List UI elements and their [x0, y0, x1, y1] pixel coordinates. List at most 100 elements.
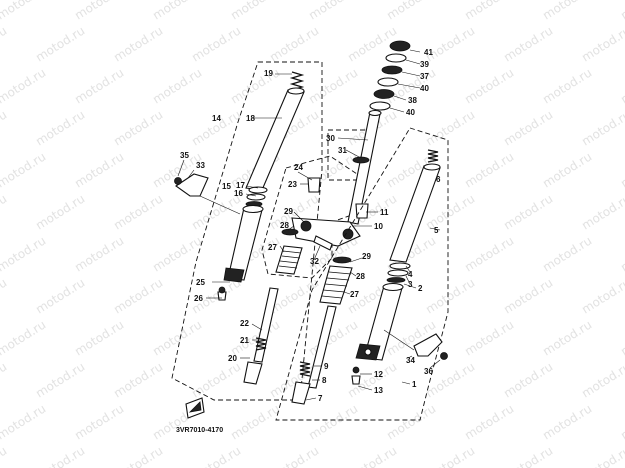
watermark-text: motod.ru	[0, 149, 48, 190]
leader-lines	[177, 49, 441, 401]
callout-36: 36	[424, 367, 433, 376]
watermark-text: motod.ru	[0, 443, 9, 468]
boot-ribs-left	[278, 250, 302, 269]
callout-9: 9	[324, 362, 329, 371]
callout-37: 37	[420, 72, 429, 81]
right-damper-rod	[307, 305, 337, 389]
left-top-spring	[289, 71, 305, 91]
lock-nut-37	[381, 65, 403, 75]
bearing-38	[373, 89, 395, 99]
watermark-text: motod.ru	[306, 65, 360, 106]
watermark-text: motod.ru	[423, 191, 477, 232]
watermark-text: motod.ru	[618, 65, 625, 106]
right-damper-base	[291, 381, 311, 405]
center-dashed-outline	[261, 155, 361, 279]
watermark-text: motod.ru	[150, 0, 204, 23]
watermark-text: motod.ru	[384, 0, 438, 23]
watermark-text: motod.ru	[501, 191, 555, 232]
watermark-text: motod.ru	[111, 275, 165, 316]
left-bolt-washer	[218, 286, 226, 294]
callout-22: 22	[240, 319, 249, 328]
watermark-text: motod.ru	[150, 65, 204, 106]
fork-boot-left	[275, 245, 303, 275]
watermark-text: motod.ru	[423, 359, 477, 400]
right-bracket-link	[383, 329, 415, 351]
watermark-text: motod.ru	[345, 443, 399, 468]
watermark-text: motod.ru	[579, 359, 625, 400]
watermark-text: motod.ru	[462, 401, 516, 442]
watermark-text: motod.ru	[540, 317, 594, 358]
right-top-spring	[427, 149, 439, 163]
callout-35: 35	[180, 151, 189, 160]
watermark-text: motod.ru	[579, 275, 625, 316]
callout-4: 4	[408, 270, 413, 279]
callout-40-top: 40	[420, 84, 429, 93]
callout-15: 15	[222, 182, 231, 191]
callout-2: 2	[418, 284, 423, 293]
watermark-text: motod.ru	[150, 233, 204, 274]
left-seal-17	[248, 186, 268, 194]
stem-top-cap	[368, 109, 382, 117]
watermark-text: motod.ru	[33, 191, 87, 232]
callout-34: 34	[406, 356, 415, 365]
watermark-text: motod.ru	[618, 149, 625, 190]
watermark-text: motod.ru	[33, 107, 87, 148]
watermark-text: motod.ru	[111, 359, 165, 400]
watermark-text: motod.ru	[423, 107, 477, 148]
watermark-text: motod.ru	[189, 443, 243, 468]
watermark-text: motod.ru	[267, 443, 321, 468]
watermark-text: motod.ru	[579, 107, 625, 148]
watermark-text: motod.ru	[462, 0, 516, 23]
watermark-text: motod.ru	[423, 23, 477, 64]
watermark-text: motod.ru	[306, 0, 360, 23]
callout-28-left: 28	[280, 221, 289, 230]
watermark-text: motod.ru	[618, 0, 625, 23]
callout-32: 32	[310, 257, 319, 266]
watermark-text: motod.ru	[0, 317, 48, 358]
right-cable-bracket	[413, 333, 443, 357]
watermark-text: motod.ru	[0, 233, 48, 274]
watermark-text: motod.ru	[72, 233, 126, 274]
callout-14: 14	[212, 114, 221, 123]
left-inner-tube-top	[287, 87, 305, 95]
callout-26: 26	[194, 294, 203, 303]
left-outer-tube-top	[242, 204, 264, 214]
watermark-text: motod.ru	[189, 359, 243, 400]
watermark-text: motod.ru	[72, 401, 126, 442]
clamp-bolt-right	[342, 228, 354, 240]
watermark-text: motod.ru	[0, 107, 9, 148]
callout-1: 1	[412, 380, 417, 389]
callout-29-left: 29	[284, 207, 293, 216]
callout-17: 17	[236, 181, 245, 190]
race-40-bottom	[369, 101, 391, 111]
watermark-text: motod.ru	[540, 149, 594, 190]
left-rebound-spring	[255, 337, 267, 351]
watermark-text: motod.ru	[111, 191, 165, 232]
right-seal-2	[386, 277, 406, 283]
callout-23: 23	[288, 180, 297, 189]
right-outer-tube-top	[382, 282, 404, 292]
watermark-text: motod.ru	[111, 23, 165, 64]
watermark-text: motod.ru	[618, 317, 625, 358]
callout-39: 39	[420, 60, 429, 69]
watermark-text: motod.ru	[0, 191, 9, 232]
right-bolt-washer	[352, 366, 360, 374]
left-bracket-link	[199, 195, 241, 215]
watermark-text: motod.ru	[540, 0, 594, 23]
callout-10: 10	[374, 222, 383, 231]
watermark-text: motod.ru	[618, 401, 625, 442]
right-inner-tube-top	[423, 163, 441, 171]
watermark-text: motod.ru	[540, 233, 594, 274]
watermark-text: motod.ru	[462, 149, 516, 190]
boot-ribs-right	[321, 271, 352, 299]
left-inner-tube	[245, 89, 305, 191]
cap-bolt-23	[307, 177, 321, 193]
watermark-text: motod.ru	[111, 443, 165, 468]
watermark-text: motod.ru	[228, 401, 282, 442]
watermark-text: motod.ru	[462, 233, 516, 274]
top-nut-41	[389, 40, 411, 52]
watermark-text: motod.ru	[228, 65, 282, 106]
callout-27-right: 27	[350, 290, 359, 299]
callout-40-bottom: 40	[406, 108, 415, 117]
